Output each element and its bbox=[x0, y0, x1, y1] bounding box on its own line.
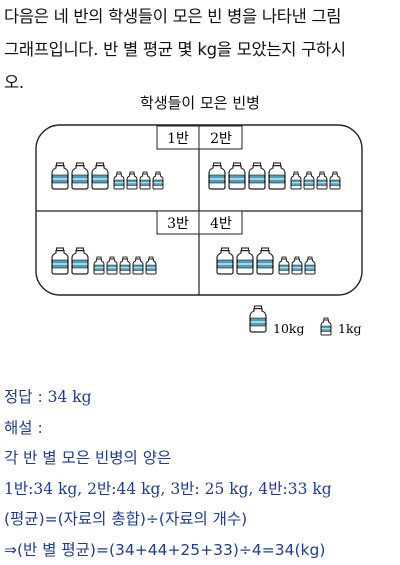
explanation-line: 1반:34 kg, 2반:44 kg, 3반: 25 kg, 4반:33 kg bbox=[4, 474, 396, 505]
class-label: 3반 bbox=[167, 216, 189, 232]
explanation-line: (평균)=(자료의 총합)÷(자료의 개수) bbox=[4, 504, 396, 535]
class-label: 4반 bbox=[210, 216, 232, 232]
answer-value: 34 kg bbox=[48, 388, 92, 406]
class-label: 2반 bbox=[210, 131, 232, 147]
legend-big-bottle-icon bbox=[250, 306, 266, 332]
answer-section: 정답 : 34 kg 해설 : 각 반 별 모은 빈병의 양은 1반:34 kg… bbox=[4, 382, 396, 565]
legend-small-label: 1kg bbox=[338, 321, 362, 336]
answer-line: 정답 : 34 kg bbox=[4, 382, 396, 413]
answer-label: 정답 : bbox=[4, 388, 43, 406]
class-label: 1반 bbox=[167, 131, 189, 147]
legend-big-label: 10kg bbox=[273, 321, 304, 336]
explanation-line: ⇒(반 별 평균)=(34+44+25+33)÷4=34(kg) bbox=[4, 535, 396, 565]
explanation-label: 해설 : bbox=[4, 413, 396, 444]
legend-small-bottle-icon bbox=[321, 318, 331, 335]
explanation-line: 각 반 별 모은 빈병의 양은 bbox=[4, 443, 396, 474]
